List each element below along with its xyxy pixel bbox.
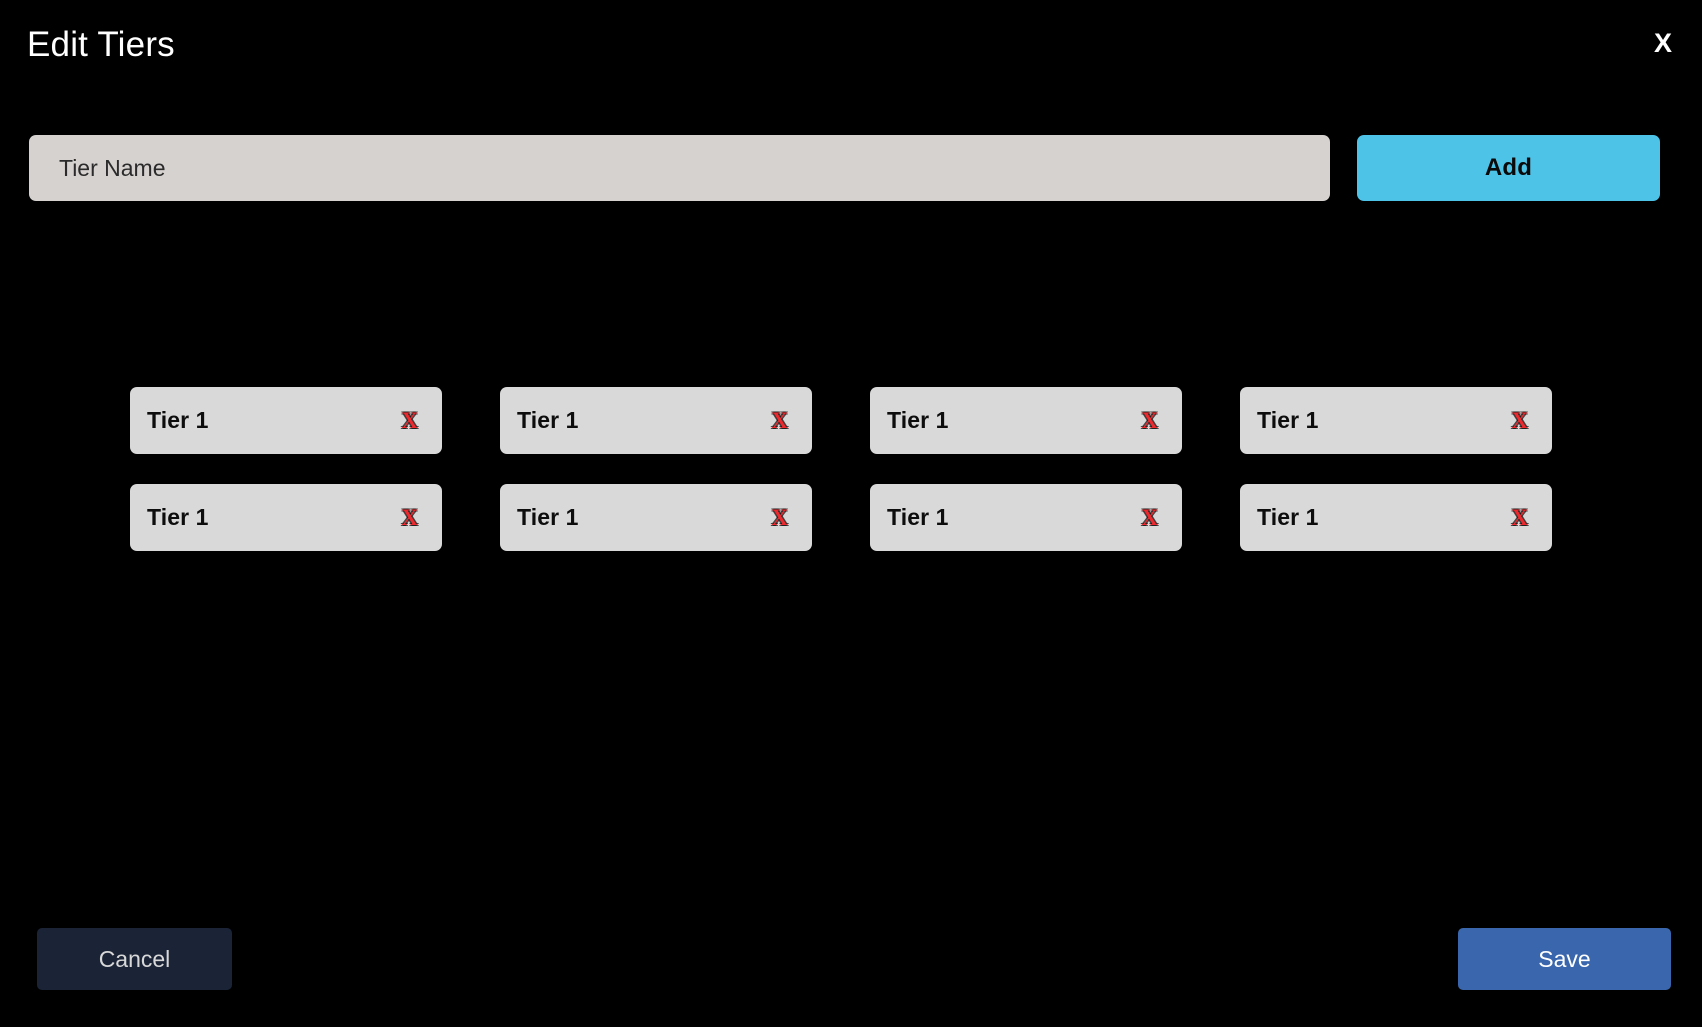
tier-chip-label: Tier 1 — [517, 504, 579, 530]
close-icon[interactable]: X — [1642, 22, 1684, 64]
tier-chip-label: Tier 1 — [887, 407, 949, 433]
remove-tier-icon[interactable]: X — [771, 505, 788, 530]
remove-tier-icon[interactable]: X — [1511, 408, 1528, 433]
modal-footer: Cancel Save — [0, 928, 1702, 990]
tier-chip-label: Tier 1 — [887, 504, 949, 530]
remove-tier-icon[interactable]: X — [1141, 505, 1158, 530]
tier-chip[interactable]: Tier 1 X — [870, 484, 1182, 551]
tier-chip-label: Tier 1 — [1257, 504, 1319, 530]
save-button[interactable]: Save — [1458, 928, 1671, 990]
page-title: Edit Tiers — [27, 25, 175, 64]
add-tier-button[interactable]: Add — [1357, 135, 1660, 201]
remove-tier-icon[interactable]: X — [1141, 408, 1158, 433]
tier-chip[interactable]: Tier 1 X — [130, 484, 442, 551]
tier-chip-label: Tier 1 — [1257, 407, 1319, 433]
tier-chip[interactable]: Tier 1 X — [130, 387, 442, 454]
tier-chip[interactable]: Tier 1 X — [870, 387, 1182, 454]
tier-chip[interactable]: Tier 1 X — [500, 484, 812, 551]
tier-chip[interactable]: Tier 1 X — [1240, 387, 1552, 454]
cancel-button[interactable]: Cancel — [37, 928, 232, 990]
add-tier-row: Add — [29, 135, 1660, 201]
tier-chip-label: Tier 1 — [147, 504, 209, 530]
tier-chip[interactable]: Tier 1 X — [500, 387, 812, 454]
tier-chip-label: Tier 1 — [517, 407, 579, 433]
remove-tier-icon[interactable]: X — [771, 408, 788, 433]
remove-tier-icon[interactable]: X — [401, 505, 418, 530]
tier-chip-label: Tier 1 — [147, 407, 209, 433]
remove-tier-icon[interactable]: X — [401, 408, 418, 433]
tier-chip[interactable]: Tier 1 X — [1240, 484, 1552, 551]
tier-name-input[interactable] — [29, 135, 1330, 201]
modal-header: Edit Tiers X — [0, 0, 1702, 100]
remove-tier-icon[interactable]: X — [1511, 505, 1528, 530]
